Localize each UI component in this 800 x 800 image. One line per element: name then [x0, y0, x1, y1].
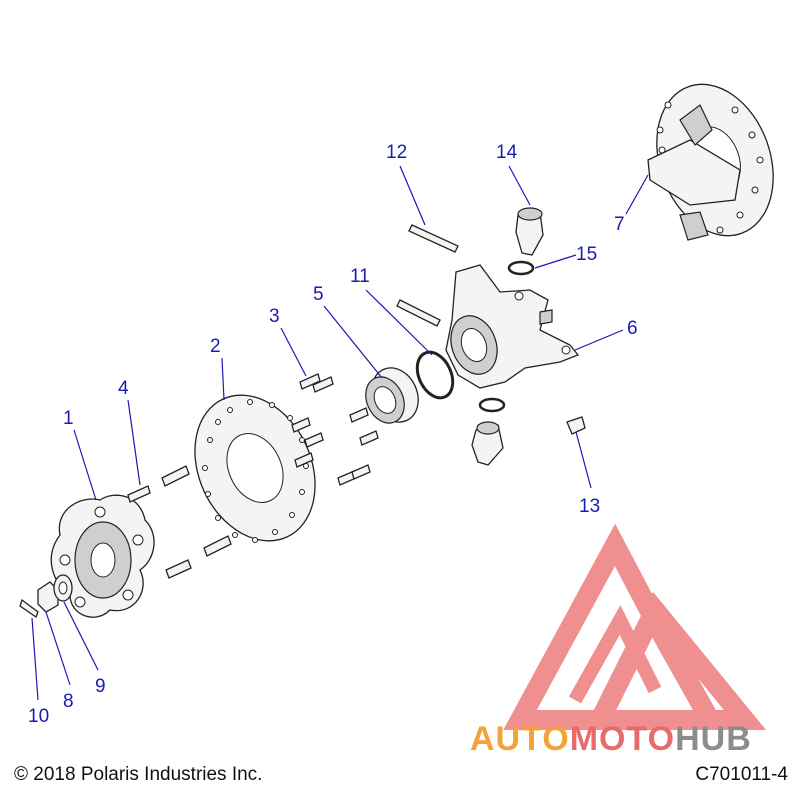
callout-6: 6 — [627, 318, 638, 339]
ball-joint-part — [471, 207, 544, 466]
leader-12 — [399, 165, 426, 226]
callout-7: 7 — [614, 214, 625, 235]
leader-7 — [625, 174, 649, 215]
leader-10 — [31, 617, 39, 701]
leader-lines — [31, 165, 649, 701]
callout-5: 5 — [313, 284, 324, 305]
copyright-text: © 2018 Polaris Industries Inc. — [14, 764, 263, 785]
callout-3: 3 — [269, 306, 280, 327]
steering-knuckle-part — [445, 264, 580, 389]
callout-10: 10 — [28, 706, 49, 727]
brand-part-moto: MOTO — [569, 720, 676, 758]
wheel-stud-part — [127, 465, 232, 579]
callout-15: 15 — [576, 244, 597, 265]
callout-9: 9 — [95, 676, 106, 697]
retaining-ring-part — [415, 350, 455, 400]
callout-labels: 1 2 3 4 5 6 7 8 9 10 11 12 13 14 15 — [28, 142, 638, 727]
callout-13: 13 — [579, 496, 600, 517]
knuckle-assembly-part — [647, 83, 774, 241]
rotor-bolt-part — [291, 373, 379, 486]
brand-part-auto: AUTO — [470, 720, 570, 758]
callout-14: 14 — [496, 142, 518, 163]
brand-part-hub: HUB — [675, 720, 752, 758]
leader-2 — [221, 357, 225, 401]
leader-14 — [508, 165, 531, 206]
cotter-pin-part — [19, 598, 39, 618]
leader-6 — [574, 329, 624, 351]
plug-part — [566, 416, 586, 435]
leader-3 — [280, 327, 307, 377]
washer-part — [53, 574, 73, 602]
leader-13 — [575, 431, 592, 489]
knuckle-bolt-part — [396, 224, 459, 327]
leader-8 — [45, 611, 71, 686]
leader-11 — [365, 289, 433, 356]
leader-4 — [127, 399, 141, 486]
leader-15 — [534, 254, 577, 269]
leader-1 — [73, 429, 97, 501]
castle-nut-part — [37, 581, 59, 613]
callout-8: 8 — [63, 691, 74, 712]
wheel-bearing-part — [365, 367, 419, 424]
brake-rotor-part — [194, 394, 316, 543]
callout-1: 1 — [63, 408, 74, 429]
watermark-logo-icon — [503, 523, 767, 730]
leader-9 — [63, 601, 99, 671]
wheel-hub-part — [50, 494, 155, 618]
callout-11: 11 — [350, 266, 370, 287]
callout-4: 4 — [118, 378, 129, 399]
callout-2: 2 — [210, 336, 221, 357]
drawing-number: C701011-4 — [695, 764, 788, 785]
callout-12: 12 — [386, 142, 407, 163]
leader-5 — [323, 305, 383, 379]
snap-ring-part — [478, 260, 535, 413]
watermark-brand-text: AUTOMOTOHUB — [470, 720, 752, 759]
